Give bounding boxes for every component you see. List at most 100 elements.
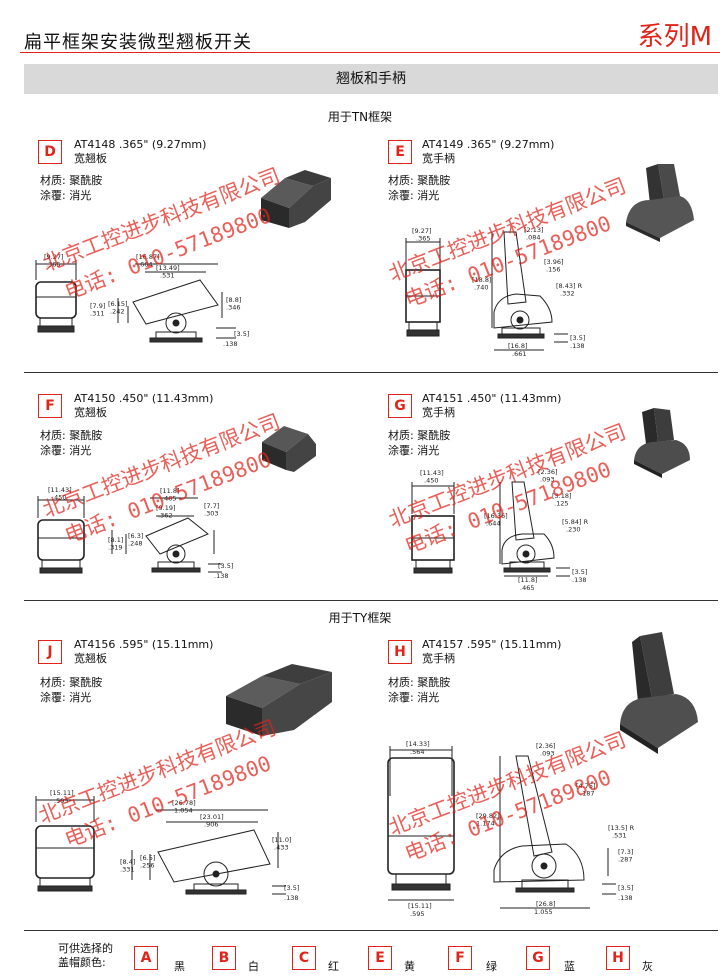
svg-text:.138: .138 [572, 576, 586, 584]
product-g-drawing: [11.43].450 [2.36].093 [3.18].125 [5.84]… [411, 468, 589, 592]
divider [24, 930, 718, 931]
product-g-model: AT4151 .450" (11.43mm)宽手柄 [422, 392, 562, 419]
svg-text:.531: .531 [160, 272, 174, 280]
svg-text:.433: .433 [274, 844, 288, 852]
divider [24, 372, 718, 373]
svg-text:[23.01]: [23.01] [200, 813, 224, 821]
color-chip-h: H [606, 946, 630, 970]
product-f-photo [262, 426, 316, 472]
svg-text:[8.8]: [8.8] [226, 296, 241, 304]
product-g-specs: 材质: 聚酰胺涂覆: 消光 [388, 429, 451, 457]
svg-text:[6.3]: [6.3] [128, 532, 143, 540]
svg-text:.138: .138 [570, 342, 584, 350]
svg-text:[3.18]: [3.18] [552, 492, 572, 500]
svg-text:.664: .664 [138, 261, 152, 269]
svg-text:[8.1]: [8.1] [108, 536, 123, 544]
color-chip-c: C [292, 946, 316, 970]
svg-text:[5.84] R: [5.84] R [562, 518, 589, 526]
svg-text:[3.5]: [3.5] [218, 562, 233, 570]
svg-text:.242: .242 [110, 308, 124, 316]
color-name: 白 [248, 960, 259, 973]
svg-text:[7.9]: [7.9] [90, 302, 105, 310]
svg-text:.450: .450 [424, 477, 438, 485]
section-bar: 翘板和手柄 [24, 64, 718, 94]
svg-text:.230: .230 [566, 526, 580, 534]
svg-text:.564: .564 [410, 748, 424, 756]
svg-text:[11.8]: [11.8] [160, 487, 180, 495]
svg-text:[11.8]: [11.8] [518, 576, 538, 584]
product-f-specs: 材质: 聚酰胺涂覆: 消光 [40, 429, 103, 457]
svg-text:[16.36]: [16.36] [484, 512, 508, 520]
svg-text:.138: .138 [618, 894, 632, 902]
svg-text:.595: .595 [54, 797, 68, 805]
product-d-specs: 材质: 聚酰胺涂覆: 消光 [40, 174, 103, 202]
svg-text:[11.43]: [11.43] [420, 469, 444, 477]
svg-text:.644: .644 [486, 520, 500, 528]
product-d-photo [261, 170, 331, 228]
svg-text:.319: .319 [108, 544, 122, 552]
product-h-specs: 材质: 聚酰胺涂覆: 消光 [388, 676, 451, 704]
product-j-photo [226, 664, 332, 736]
svg-text:[3.5]: [3.5] [234, 330, 249, 338]
svg-text:[8.4]: [8.4] [120, 858, 135, 866]
svg-text:.156: .156 [546, 266, 560, 274]
svg-text:.187: .187 [580, 790, 594, 798]
svg-text:[15.11]: [15.11] [408, 902, 432, 910]
product-h-drawing: [14.33].564 [2.36].093 [4.75].187 [13.5]… [387, 740, 635, 918]
svg-text:[3.96]: [3.96] [544, 258, 564, 266]
svg-text:[7.7]: [7.7] [204, 502, 219, 510]
product-d-model: AT4148 .365" (9.27mm)宽翘板 [74, 138, 207, 165]
product-j-model: AT4156 .595" (15.11mm)宽翘板 [74, 638, 214, 665]
product-h-letter: H [388, 640, 412, 664]
svg-text:[16.87]: [16.87] [136, 253, 160, 261]
svg-text:1.174: 1.174 [476, 820, 495, 828]
color-name: 蓝 [564, 960, 575, 973]
svg-text:.093: .093 [540, 476, 554, 484]
svg-text:.365: .365 [46, 261, 60, 269]
svg-text:1.055: 1.055 [534, 908, 553, 916]
svg-text:[3.5]: [3.5] [284, 884, 299, 892]
svg-text:[29.82]: [29.82] [476, 812, 500, 820]
svg-text:[15.11]: [15.11] [50, 789, 74, 797]
svg-text:[2.13]: [2.13] [524, 226, 544, 234]
svg-text:[9.19]: [9.19] [156, 504, 176, 512]
color-name: 绿 [486, 960, 497, 973]
product-g-photo [634, 408, 690, 478]
svg-text:[9.27]: [9.27] [44, 253, 64, 261]
color-chip-b: B [212, 946, 236, 970]
tn-frame-label: 用于TN框架 [327, 110, 393, 124]
svg-text:.125: .125 [554, 500, 568, 508]
svg-text:.465: .465 [520, 584, 534, 592]
ty-frame-label: 用于TY框架 [328, 611, 392, 625]
product-e-model: AT4149 .365" (9.27mm)宽手柄 [422, 138, 555, 165]
svg-text:.595: .595 [410, 910, 424, 918]
svg-text:.138: .138 [284, 894, 298, 902]
product-e-letter: E [388, 140, 412, 164]
svg-text:.365: .365 [416, 235, 430, 243]
color-chip-g: G [526, 946, 550, 970]
product-j-letter: J [38, 640, 62, 664]
product-d-letter: D [38, 140, 62, 164]
product-d-drawing: [9.27].365 [16.87].664 [13.49].531 [6.15… [35, 253, 249, 348]
svg-text:[3.5]: [3.5] [618, 884, 633, 892]
product-f-drawing: [11.43].450 [11.8].465 [9.19].362 [6.3].… [37, 486, 233, 580]
svg-text:.906: .906 [204, 821, 218, 829]
color-name: 红 [328, 960, 339, 973]
svg-text:[16.8]: [16.8] [508, 342, 528, 350]
color-options-label: 可供选择的盖帽颜色: [58, 942, 113, 969]
product-e-specs: 材质: 聚酰胺涂覆: 消光 [388, 174, 451, 202]
svg-text:.465: .465 [162, 495, 176, 503]
svg-text:.331: .331 [120, 866, 134, 874]
svg-text:.531: .531 [612, 832, 626, 840]
svg-text:[6.15]: [6.15] [108, 300, 128, 308]
svg-text:.346: .346 [226, 304, 240, 312]
svg-text:[3.5]: [3.5] [570, 334, 585, 342]
svg-text:.450: .450 [52, 494, 66, 502]
svg-text:.287: .287 [618, 856, 632, 864]
series-label: 系列M [637, 22, 712, 52]
product-j-drawing: [15.11].595 [26.78]1.054 [23.01].906 [6.… [35, 789, 299, 902]
svg-text:[26.78]: [26.78] [172, 799, 196, 807]
svg-text:[2.36]: [2.36] [538, 468, 558, 476]
divider [24, 600, 718, 601]
color-name: 黑 [174, 960, 185, 973]
